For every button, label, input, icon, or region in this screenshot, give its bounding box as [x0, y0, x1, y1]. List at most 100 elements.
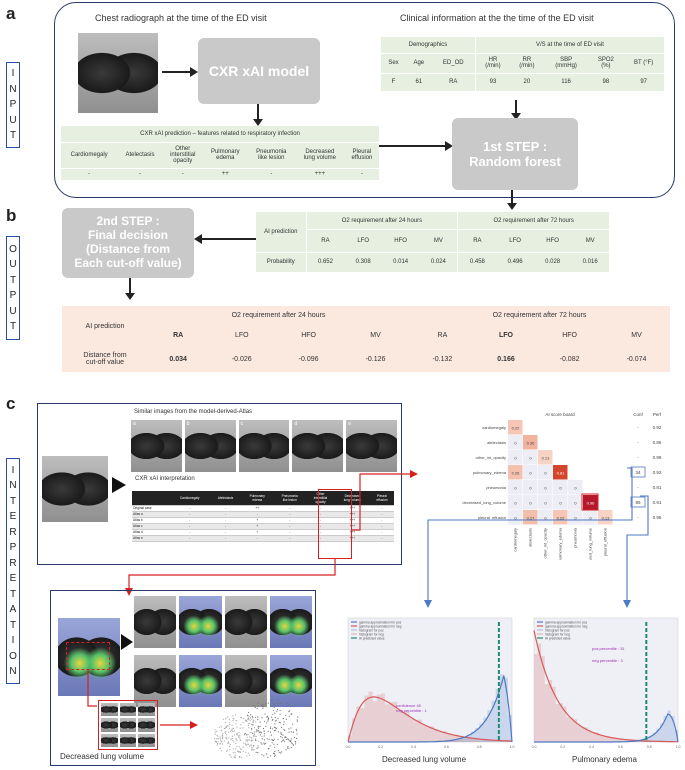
tsne-point: [247, 714, 249, 716]
score-board-cell-value: 0.27: [527, 516, 536, 521]
tsne-point: [261, 735, 263, 738]
tsne-point: [277, 699, 279, 701]
score-board-cell-value: 0.22: [512, 426, 521, 431]
hist-neg-bar: [405, 711, 410, 742]
heatmap-frame: [50, 590, 316, 766]
atlas-cell: -: [273, 523, 307, 530]
tsne-point: [271, 700, 273, 703]
atlas-cell: -: [306, 529, 335, 536]
tsne-point: [290, 731, 292, 733]
tsne-point: [221, 730, 223, 732]
tsne-point: [222, 737, 224, 739]
tsne-point: [254, 735, 256, 737]
tsne-point: [236, 746, 238, 748]
tsne-point: [246, 739, 248, 741]
interpretation-label-letter: R: [9, 526, 17, 538]
tsne-point: [227, 716, 229, 718]
tsne-point: [267, 720, 269, 722]
interpretation-label-letter: N: [9, 480, 17, 491]
tsne-point: [292, 744, 295, 746]
dist-header-cell: HFO: [536, 324, 603, 346]
x-tick-label: 0.0: [532, 745, 537, 749]
tsne-point: [292, 731, 295, 733]
tsne-point: [225, 718, 227, 720]
tsne-point: [278, 751, 280, 753]
interpretation-label-letter: O: [9, 650, 17, 662]
atlas-cell: +: [241, 517, 274, 524]
clinical-header-cell: Age: [405, 53, 432, 74]
score-board-conf-value: -: [637, 485, 639, 490]
hist-neg-bar: [425, 726, 430, 742]
clinical-header-cell: RR(/min): [510, 53, 544, 74]
tsne-point: [277, 731, 279, 733]
tsne-point: [225, 736, 227, 738]
tsne-point: [266, 738, 268, 740]
prob-row-header-probability: Probability: [256, 252, 306, 273]
hist-neg-bar: [499, 740, 504, 742]
tsne-point: [243, 742, 245, 744]
tsne-point: [273, 726, 275, 728]
tsne-point: [235, 742, 237, 745]
atlas-thumbnail-label: d: [294, 421, 298, 427]
tsne-point: [262, 727, 265, 730]
tsne-point: [216, 744, 218, 746]
tsne-point: [282, 734, 284, 736]
tsne-point: [270, 699, 272, 701]
tsne-point: [247, 724, 249, 727]
tsne-point: [261, 704, 263, 706]
clinical-header-cell: BT (°F): [623, 53, 664, 74]
tsne-point: [291, 713, 293, 715]
tsne-point: [261, 754, 263, 756]
tsne-point: [274, 727, 277, 729]
score-board-conf-value: -: [637, 440, 639, 445]
hist-pos-bar: [471, 731, 476, 742]
atlas-cell: -: [273, 511, 307, 518]
tsne-point: [289, 741, 291, 743]
tsne-point: [225, 726, 228, 728]
tsne-point: [271, 716, 273, 718]
tsne-point: [222, 743, 224, 745]
tsne-point: [265, 725, 267, 727]
score-board-perf-value: 0.91: [653, 500, 662, 505]
hist-pos-bar: [483, 717, 488, 742]
tsne-point: [240, 724, 242, 726]
tsne-point: [255, 731, 257, 733]
hist-neg-bar: [624, 739, 628, 742]
score-board-conf-value: 34: [635, 470, 641, 475]
score-board-row-label: pneumonia: [486, 485, 507, 490]
clinical-value-cell: 97: [623, 73, 664, 92]
tsne-point: [255, 716, 257, 718]
tsne-point: [257, 740, 260, 742]
tsne-point: [295, 737, 298, 739]
tsne-point: [281, 737, 283, 739]
tsne-point: [264, 713, 266, 715]
roi-patch: [119, 703, 137, 717]
xai-value-cell: +++: [294, 168, 345, 181]
tsne-point: [290, 738, 292, 740]
input-label-letter: N: [9, 83, 17, 95]
hist-neg-bar: [555, 703, 560, 742]
hist-neg-bar: [588, 731, 592, 742]
tsne-point: [264, 720, 266, 722]
tsne-point: [257, 729, 259, 731]
tsne-point: [233, 734, 236, 736]
tsne-point: [269, 745, 271, 747]
hist-pos-bar: [462, 736, 467, 742]
score-board-cell-value: 0.81: [557, 471, 566, 476]
clinical-value-cell: 20: [510, 73, 544, 92]
tsne-point: [279, 722, 281, 724]
hist-pos-bar: [674, 730, 678, 742]
score-board-cell-value: 0: [529, 456, 532, 461]
atlas-thumbnail-label: a: [133, 421, 136, 427]
gamma-neg-curve: [533, 630, 678, 743]
roi-patch: [138, 733, 155, 747]
tsne-point: [282, 718, 284, 720]
tsne-point: [275, 727, 277, 729]
score-board-cell-value: 0.96: [587, 501, 596, 506]
score-board-row-label: atelectasis: [487, 440, 506, 445]
hist-pos-bar: [499, 674, 504, 742]
